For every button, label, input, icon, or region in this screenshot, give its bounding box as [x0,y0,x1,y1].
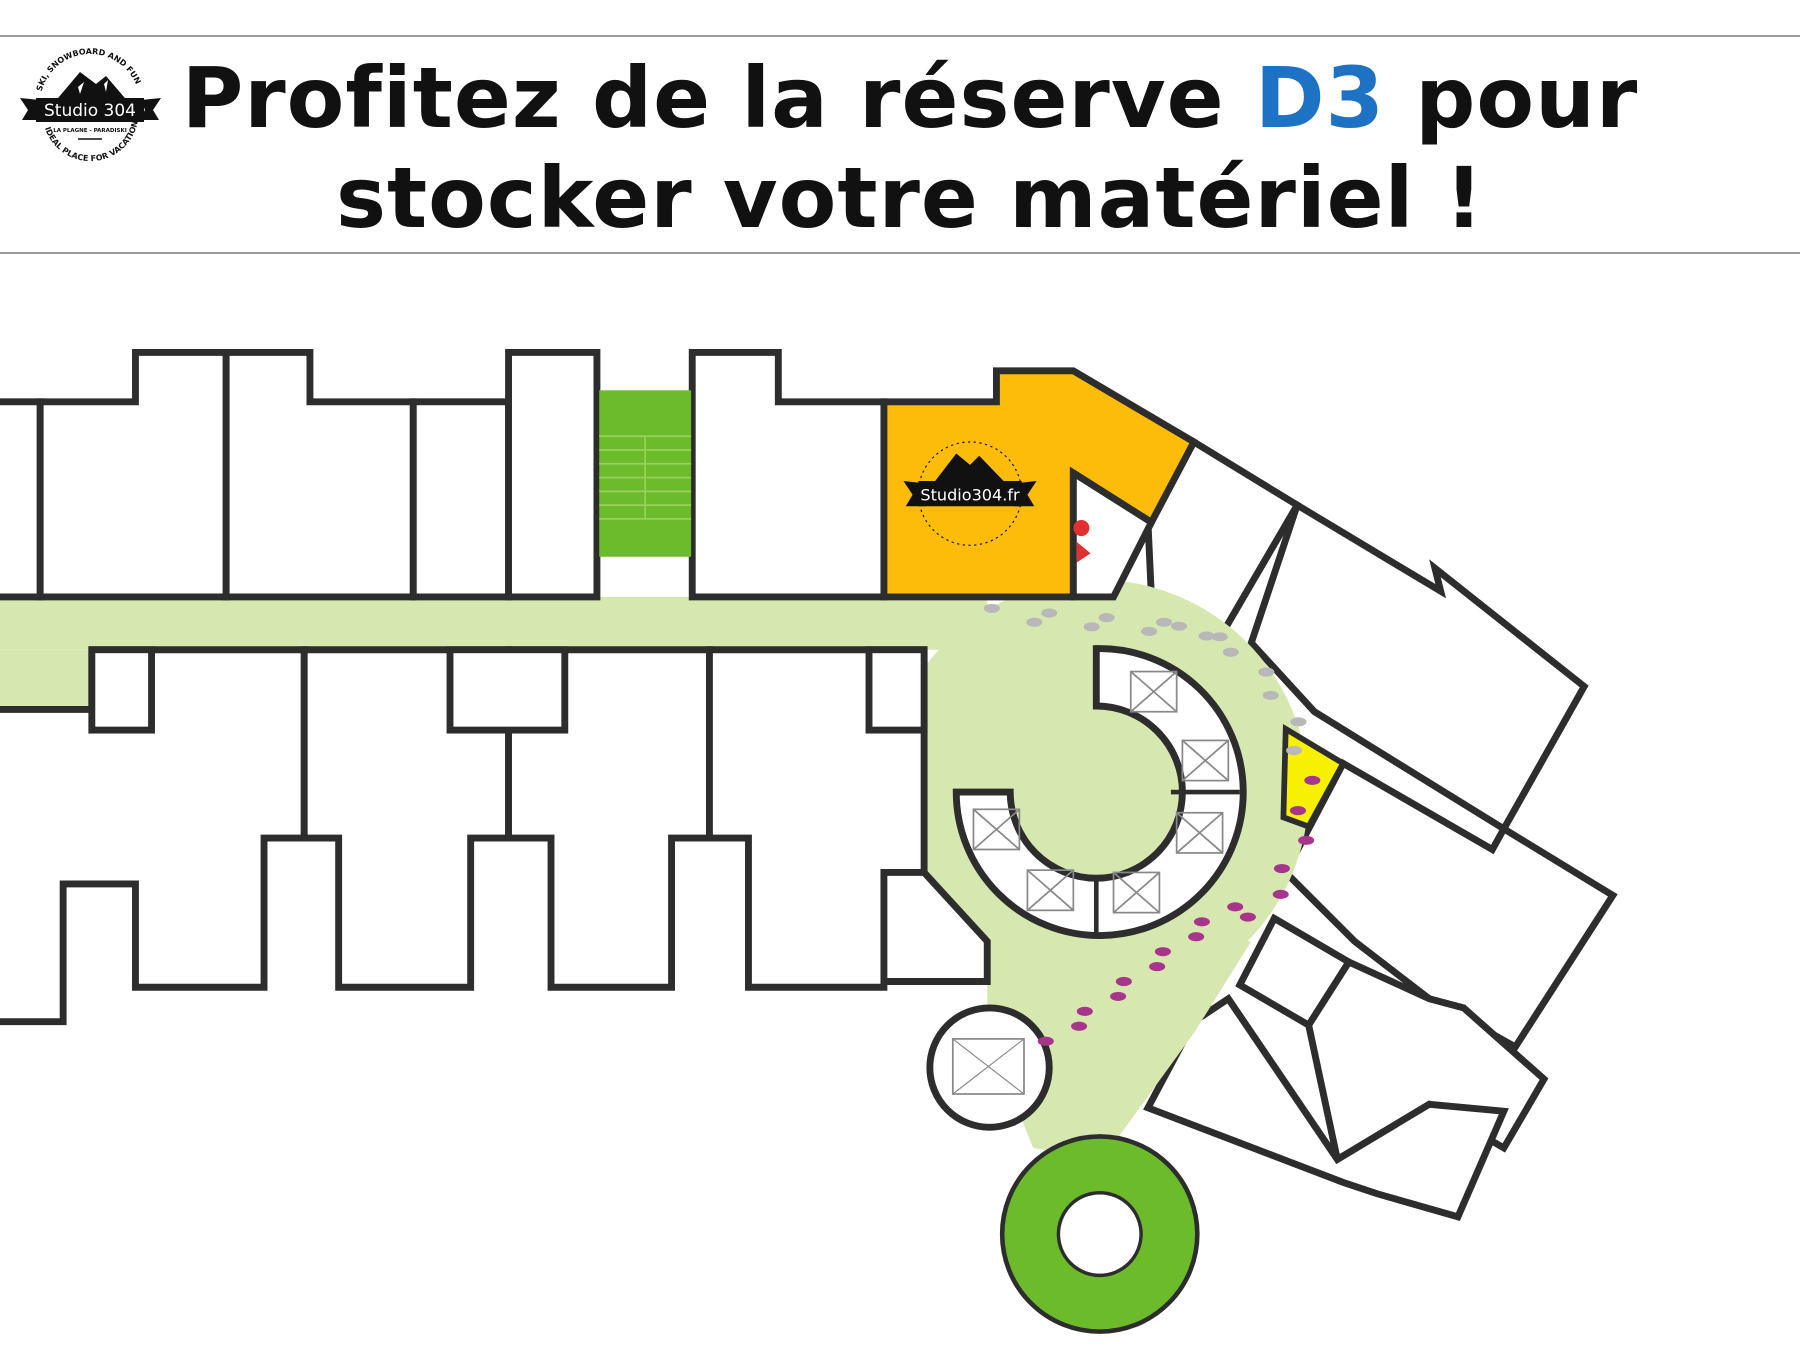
ring-rooms [952,645,1247,939]
footprint [1222,647,1239,657]
room-top-6 [688,348,888,601]
footprint [1304,775,1321,785]
footprint [1262,690,1279,701]
title-accent-d3: D3 [1254,49,1385,147]
footprint [1098,613,1115,623]
footprint [1239,912,1256,922]
room-top-4 [409,398,512,601]
footprint-path [983,603,1321,1046]
footprint [1227,902,1244,912]
logo-location: LA PLAGNE - PARADISKI [53,128,127,134]
footprint [1198,631,1215,641]
footprint [1171,621,1188,631]
title-part1: Profitez de la réserve [181,49,1255,147]
footprint [1211,632,1228,642]
footprint [1037,1036,1054,1046]
footprint [1110,991,1127,1002]
footprint [1041,608,1058,618]
room-top-3 [222,348,417,601]
studio304-logo: SKI, SNOWBOARD AND FUN IDEAL PLACE FOR V… [20,47,161,163]
storage-room-d3 [880,367,1199,601]
storage-logo: Studio304.fr [903,441,1037,546]
fire-alarm-icon [1076,541,1091,563]
footprint [983,603,1000,614]
title-line2: stocker votre matériel ! [335,149,1485,247]
fire-extinguisher-icon [1073,520,1090,537]
closet-2 [446,646,569,734]
page-title: Profitez de la réserve D3 pour stocker v… [160,48,1660,248]
footprint [1076,1006,1093,1016]
corridor [0,579,1309,1160]
storage-logo-name: Studio304.fr [920,486,1020,505]
logo-name: Studio 304 [44,101,136,121]
room-right-2 [1247,499,1589,834]
footprint [1258,667,1275,677]
footprint [1149,961,1166,972]
footprint [1141,626,1158,636]
closet-3 [865,646,928,734]
footprint [1193,917,1210,927]
footprint [1286,745,1303,756]
room-right-3 [1281,758,1618,1052]
room-bottom-5 [880,869,991,985]
footprint [1290,717,1307,727]
footprint [1273,863,1290,874]
room-top-5 [505,348,601,601]
footprint [1115,976,1132,987]
header-top-rule [0,35,1800,37]
title-part2: pour [1385,49,1639,147]
footprint [1289,806,1306,816]
room-top-1 [0,398,44,601]
footprint [1188,932,1205,942]
footprint [1071,1021,1088,1031]
closet-1 [88,646,155,734]
elevator [926,1004,1053,1131]
header-bottom-rule [0,252,1800,254]
footprint [1298,835,1315,845]
room-top-2 [36,348,230,601]
spiral-staircase [999,1134,1200,1334]
footprint [1155,617,1173,627]
room-technical [1069,466,1156,601]
footprint [1083,622,1100,632]
footprint [1272,889,1289,899]
footprint [1026,617,1043,627]
footprint [1154,947,1171,957]
